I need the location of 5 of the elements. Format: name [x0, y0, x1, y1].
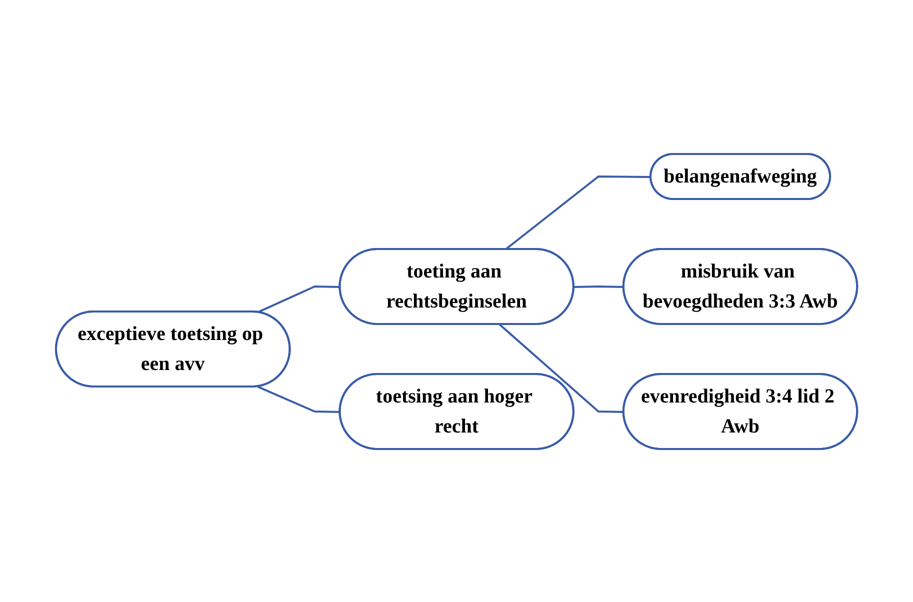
- connector: [257, 285, 340, 313]
- connector: [498, 323, 624, 412]
- connector: [257, 385, 340, 412]
- connector: [504, 175, 651, 250]
- connector: [574, 285, 624, 288]
